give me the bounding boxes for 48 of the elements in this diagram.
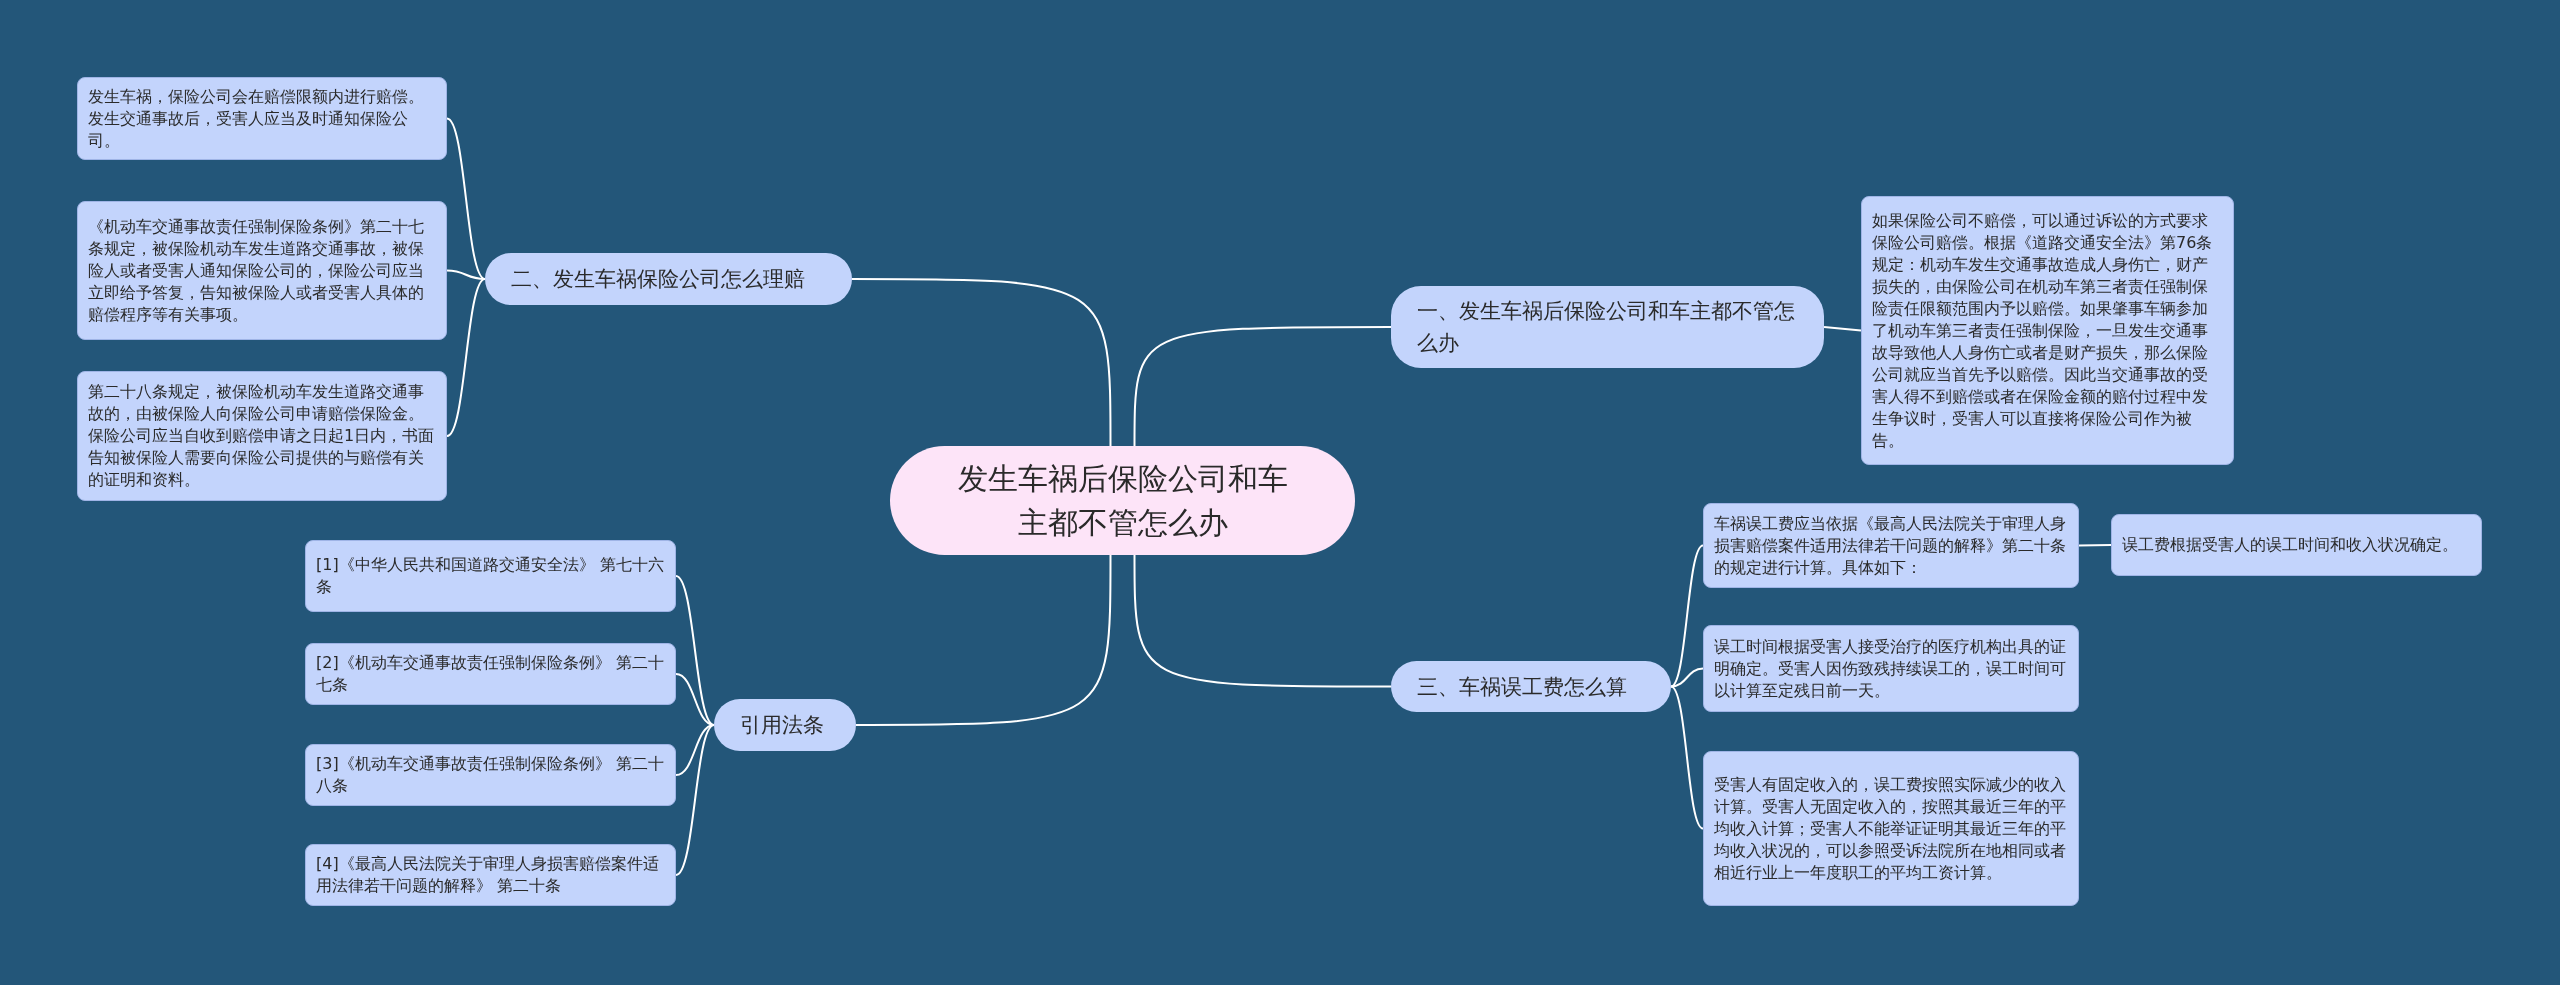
node-text: [1]《中华人民共和国道路交通安全法》 第七十六条 (316, 554, 665, 598)
node-text: 《机动车交通事故责任强制保险条例》第二十七条规定，被保险机动车发生道路交通事故，被保险人或者受害人通知保险公司的，保险公司应当立即给予答复，告知被保险人或者受害人具体的赔偿程序等有关事项。 (88, 215, 425, 326)
topic-node (714, 699, 856, 751)
connector-line (1670, 544, 1704, 688)
note-card (305, 744, 676, 806)
connector-line (851, 278, 1112, 447)
connector-line (675, 724, 715, 876)
node-text: 引用法条 (740, 712, 824, 739)
node-text: 一、发生车祸后保险公司和车主都不管怎么办 (1417, 298, 1796, 357)
node-text: [2]《机动车交通事故责任强制保险条例》 第二十七条 (316, 652, 665, 696)
note-card (305, 844, 676, 906)
connector-line (1823, 326, 1862, 332)
connector-line (1133, 326, 1392, 447)
topic-node (1391, 286, 1824, 368)
connector-line (675, 575, 715, 726)
node-text: 车祸误工费应当依据《最高人民法院关于审理人身损害赔偿案件适用法律若干问题的解释》第二十条的规定进行计算。具体如下： (1714, 512, 2067, 579)
node-text: [4]《最高人民法院关于审理人身损害赔偿案件适用法律若干问题的解释》 第二十条 (316, 853, 660, 897)
connector-line (446, 278, 486, 437)
note-card (1703, 625, 2079, 712)
note-card (1703, 751, 2079, 906)
node-text: 三、车祸误工费怎么算 (1417, 673, 1627, 701)
node-text: 发生车祸，保险公司会在赔偿限额内进行赔偿。发生交通事故后，受害人应当及时通知保险公司。 (88, 85, 425, 152)
node-text: 误工时间根据受害人接受治疗的医疗机构出具的证明确定。受害人因伤致残持续误工的，误工时间可以计算至定残日前一天。 (1714, 635, 2067, 702)
node-text: 发生车祸后保险公司和车主都不管怎么办 (956, 459, 1289, 542)
topic-node (1391, 661, 1671, 712)
connector-line (855, 554, 1112, 726)
connector-line (446, 269, 486, 280)
connector-line (446, 117, 486, 280)
note-card (77, 371, 447, 501)
connector-line (1670, 685, 1704, 830)
node-text: 受害人有固定收入的，误工费按照实际减少的收入计算。受害人无固定收入的，按照其最近三年的平均收入计算；受害人不能举证证明其最近三年的平均收入状况的，可以参照受诉法院所在地相同或者相近行业上一年度职工的平均工资计算。 (1714, 773, 2067, 884)
note-card (1703, 503, 2079, 588)
node-text: [3]《机动车交通事故责任强制保险条例》 第二十八条 (316, 753, 665, 797)
note-card (77, 77, 447, 160)
node-text: 二、发生车祸保险公司怎么理赔 (511, 266, 805, 293)
note-card (305, 643, 676, 705)
connector-line (675, 724, 715, 776)
topic-node (485, 253, 852, 305)
node-text: 第二十八条规定，被保险机动车发生道路交通事故的，由被保险人向保险公司申请赔偿保险金。保险公司应当自收到赔偿申请之日起1日内，书面告知被保险人需要向保险公司提供的与赔偿有关的证明和资料。 (88, 381, 436, 491)
note-card (1861, 196, 2234, 465)
connector-line (2078, 544, 2112, 547)
connector-line (1133, 554, 1392, 688)
note-card (305, 540, 676, 612)
node-text: 如果保险公司不赔偿，可以通过诉讼的方式要求保险公司赔偿。根据《道路交通安全法》第76条规定：机动车发生交通事故造成人身伤亡，财产损失的，由保险公司在机动车第三者责任强制保险责任限额范围内予以赔偿。如果肇事车辆参加了机动车第三者责任强制保险，一旦发生交通事故导致他人人身伤亡或者是财产损失，那么保险公司就应当首先予以赔偿。因此当交通事故的受害人得不到赔偿或者在保险金额的赔付过程中发生争议时，受害人可以直接将保险公司作为被告。 (1872, 209, 2214, 452)
note-card (77, 201, 447, 340)
note-card (2111, 514, 2482, 576)
connector-line (1670, 667, 1704, 688)
node-text: 误工费根据受害人的误工时间和收入状况确定。 (2122, 534, 2458, 556)
